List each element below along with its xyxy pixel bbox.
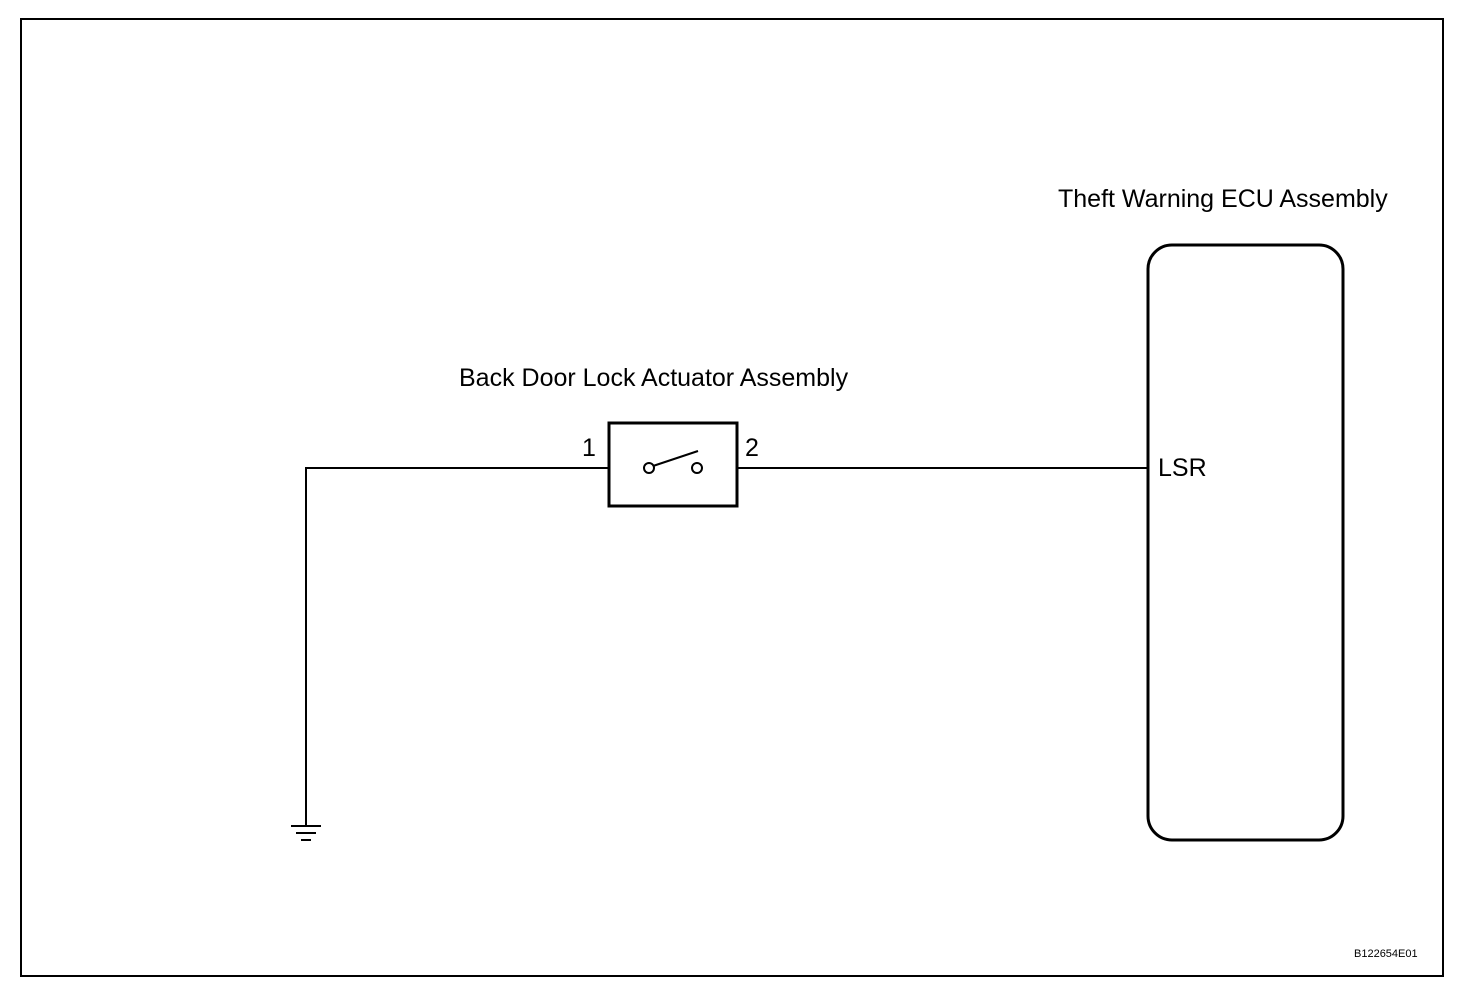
ground-symbol-icon — [291, 825, 321, 841]
wire-ground-to-pin1 — [305, 467, 609, 825]
pin-1-label: 1 — [582, 434, 596, 462]
actuator-title: Back Door Lock Actuator Assembly — [459, 364, 849, 392]
ecu-box — [1146, 243, 1345, 842]
pin-2-label: 2 — [745, 434, 759, 462]
diagram-frame — [20, 18, 1444, 977]
actuator-box — [607, 421, 739, 508]
open-switch-icon — [643, 450, 703, 474]
figure-code: B122654E01 — [1354, 948, 1418, 960]
ecu-title: Theft Warning ECU Assembly — [1058, 185, 1388, 213]
lsr-terminal-label: LSR — [1158, 454, 1207, 482]
